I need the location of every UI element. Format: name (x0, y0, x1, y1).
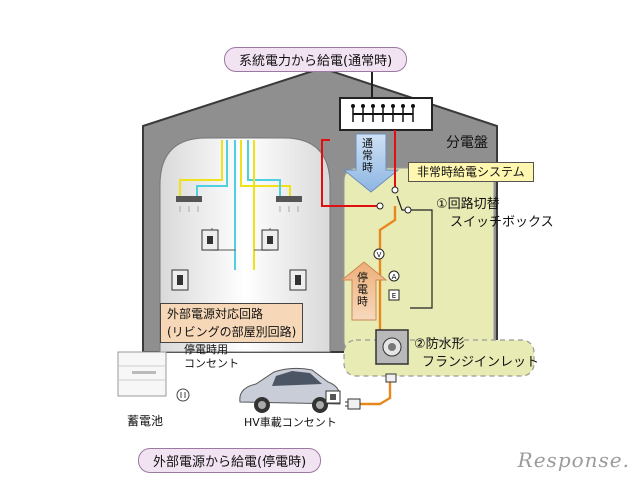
ceiling-light-icon (276, 196, 302, 212)
watermark-logo: Response. (517, 448, 630, 472)
bottom-title: 外部電源から給電(停電時) (138, 448, 322, 473)
outage-arrow (340, 261, 388, 321)
circuit-switch-line2: スイッチボックス (450, 215, 554, 230)
outage-outlet-label: 停電時用 コンセント (184, 343, 239, 371)
breaker-dots (351, 104, 415, 122)
outage-outlet-icon (176, 388, 190, 402)
living-room (159, 137, 331, 353)
switch-icon (376, 186, 412, 214)
hv-outlet-icon (325, 390, 341, 404)
external-circuit-line2: (リビングの部屋別回路) (167, 325, 297, 339)
battery-label: 蓄電池 (127, 414, 164, 428)
waterproof-line1: ②防水形 (414, 337, 465, 352)
wall-outlet-icon (201, 229, 219, 251)
external-circuit-line1: 外部電源対応回路 (167, 307, 264, 321)
meter-v: V (373, 248, 385, 260)
car-icon (239, 367, 341, 413)
plug-icon (345, 373, 397, 410)
meter-e: E (388, 289, 400, 301)
circuit-switch-line1: ①回路切替 (436, 197, 500, 212)
outage-outlet-line1: 停電時用 (184, 343, 228, 356)
hv-outlet-label: HV車載コンセント (244, 416, 337, 429)
meter-a: A (388, 270, 400, 282)
external-circuit-label: 外部電源対応回路 (リビングの部屋別回路) (160, 303, 304, 343)
flange-inlet-icon (375, 329, 409, 365)
meter-v-label: V (377, 251, 382, 259)
top-title: 系統電力から給電(通常時) (224, 47, 408, 72)
waterproof-line2: フランジインレット (422, 355, 540, 370)
circuit-switch-label: ①回路切替 スイッチボックス (436, 196, 554, 232)
room-wiring (179, 140, 291, 270)
outage-outlet-line2: コンセント (184, 357, 239, 370)
ceiling-light-icon (176, 196, 202, 212)
meter-e-label: E (392, 292, 396, 300)
emergency-system-label: 非常時給電システム (408, 162, 534, 182)
meter-a-label: A (392, 273, 397, 281)
battery-unit-icon (117, 351, 167, 397)
normal-power-lines (321, 130, 396, 207)
wall-outlet-icon (289, 269, 307, 291)
wall-outlet-icon (171, 269, 189, 291)
distribution-board-label: 分電盤 (446, 135, 488, 151)
normal-time-label: 通常時 (362, 137, 373, 174)
normal-time-arrow (342, 133, 400, 193)
waterproof-inlet-label: ②防水形 フランジインレット (414, 336, 539, 372)
outage-label: 停電時 (357, 271, 368, 308)
wall-outlet-icon (261, 229, 279, 251)
